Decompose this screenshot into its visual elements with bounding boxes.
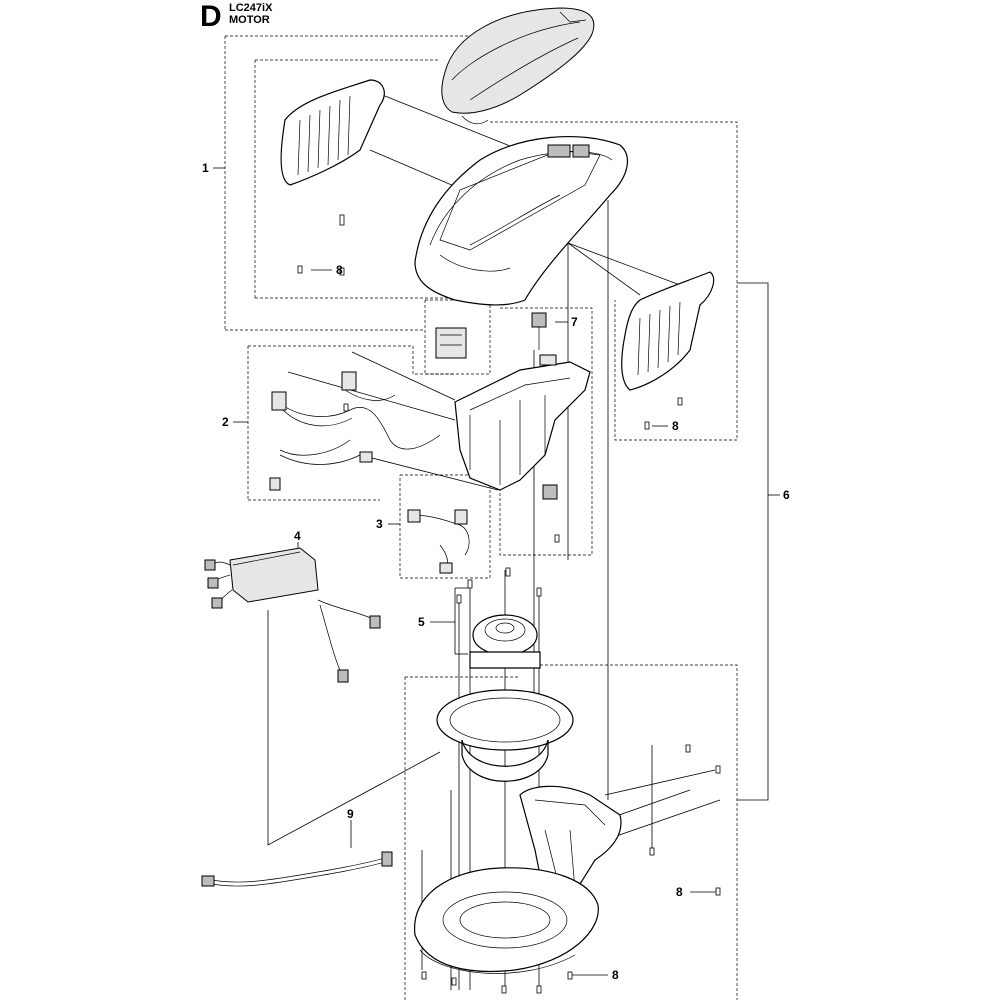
group-outline-2 [248,345,455,375]
section-letter: D [200,0,222,33]
callout-5: 5 [418,615,425,629]
group-outline-6 [490,121,738,441]
motor-5 [472,614,538,656]
controller-box-4 [229,547,319,603]
callout-1: 1 [202,161,209,175]
battery-housing [454,361,591,491]
group-outline-3 [399,474,491,579]
callout-8-base-right: 8 [676,885,683,899]
callout-4: 4 [294,529,301,543]
callout-8-base-bottom: 8 [612,968,619,982]
callout-6: 6 [783,488,790,502]
callout-3: 3 [376,517,383,531]
right-side-grill [621,271,715,391]
left-side-grill [280,79,385,186]
switch-module [542,484,558,500]
group-outline-housing [499,307,593,556]
cable-9 [211,857,386,883]
group-outline-1 [225,35,471,48]
screw-set [297,214,721,994]
lower-base-deck [414,867,599,973]
callout-8-top-left: 8 [336,263,343,277]
callout-9: 9 [347,807,354,821]
diagram-title: MOTOR [229,14,270,26]
fan-housing-ring [436,689,574,751]
connector-harness-3 [411,514,470,556]
switch-7 [531,312,547,328]
callout-2: 2 [222,415,229,429]
model-number: LC247iX [229,2,273,14]
callout-8-right-grill: 8 [672,419,679,433]
top-lid [441,7,595,114]
wiring-harness-2 [274,399,441,450]
callout-7: 7 [571,315,578,329]
connector-bracket [435,327,467,359]
